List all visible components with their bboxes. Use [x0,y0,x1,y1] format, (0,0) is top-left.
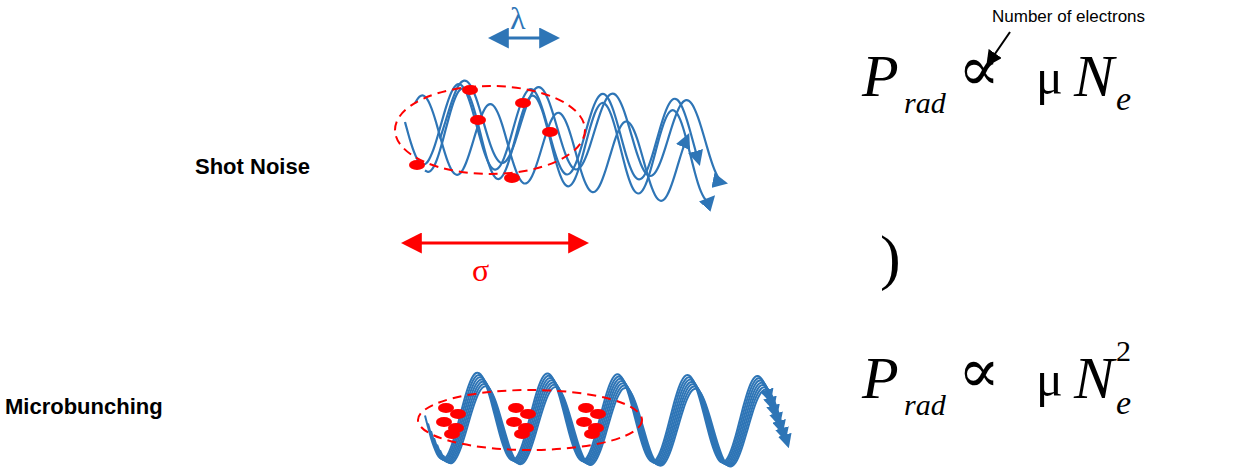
formula-subscript: e [1116,82,1131,116]
wavelength-symbol: λ [510,2,526,34]
electron-dot [462,85,478,95]
row-title: Microbunching [5,396,163,418]
wavelength-arrow [492,37,556,40]
bunch-outline [418,390,642,450]
electron-dot [450,409,466,419]
formula-proportional: ∝ [958,38,1000,100]
bunch-outline [395,86,585,174]
formula-power: P [862,46,899,106]
formula-subscript: rad [904,390,946,420]
formula-symbol: μ [1036,354,1063,404]
electrons [436,403,606,439]
electron-dot [504,173,520,183]
wave-stroke [440,81,725,183]
electron-dot [514,429,530,439]
bunch-length-arrow [405,242,585,245]
electron-dot [515,98,531,108]
formula-proportional: ∝ [958,340,1000,402]
wave-stroke [443,386,788,466]
formula-exponent: 2 [1116,336,1131,366]
incoherent-waves [405,81,725,201]
formula-symbol: μ [1036,52,1063,102]
electron-dot [542,127,558,137]
electron-dot [470,115,486,125]
electron-dot [409,160,425,170]
electrons [409,85,558,183]
coherent-waves [425,373,788,467]
formula-variable: N [1074,46,1114,106]
bunch-length-symbol: σ [472,254,489,286]
wave-stroke [415,95,688,200]
electron-dot [590,409,606,419]
callout-note: Number of electrons [992,8,1145,25]
row-title: Shot Noise [195,156,310,178]
formula-variable: N [1074,348,1114,408]
electron-dot [520,409,536,419]
formula-subscript: e [1116,386,1131,420]
electron-dot [584,429,600,439]
formula-subscript: rad [904,88,946,118]
formula-power: P [862,348,899,408]
wave-stroke [440,384,785,466]
electron-dot [444,429,460,439]
stray-bracket: ) [880,226,901,288]
